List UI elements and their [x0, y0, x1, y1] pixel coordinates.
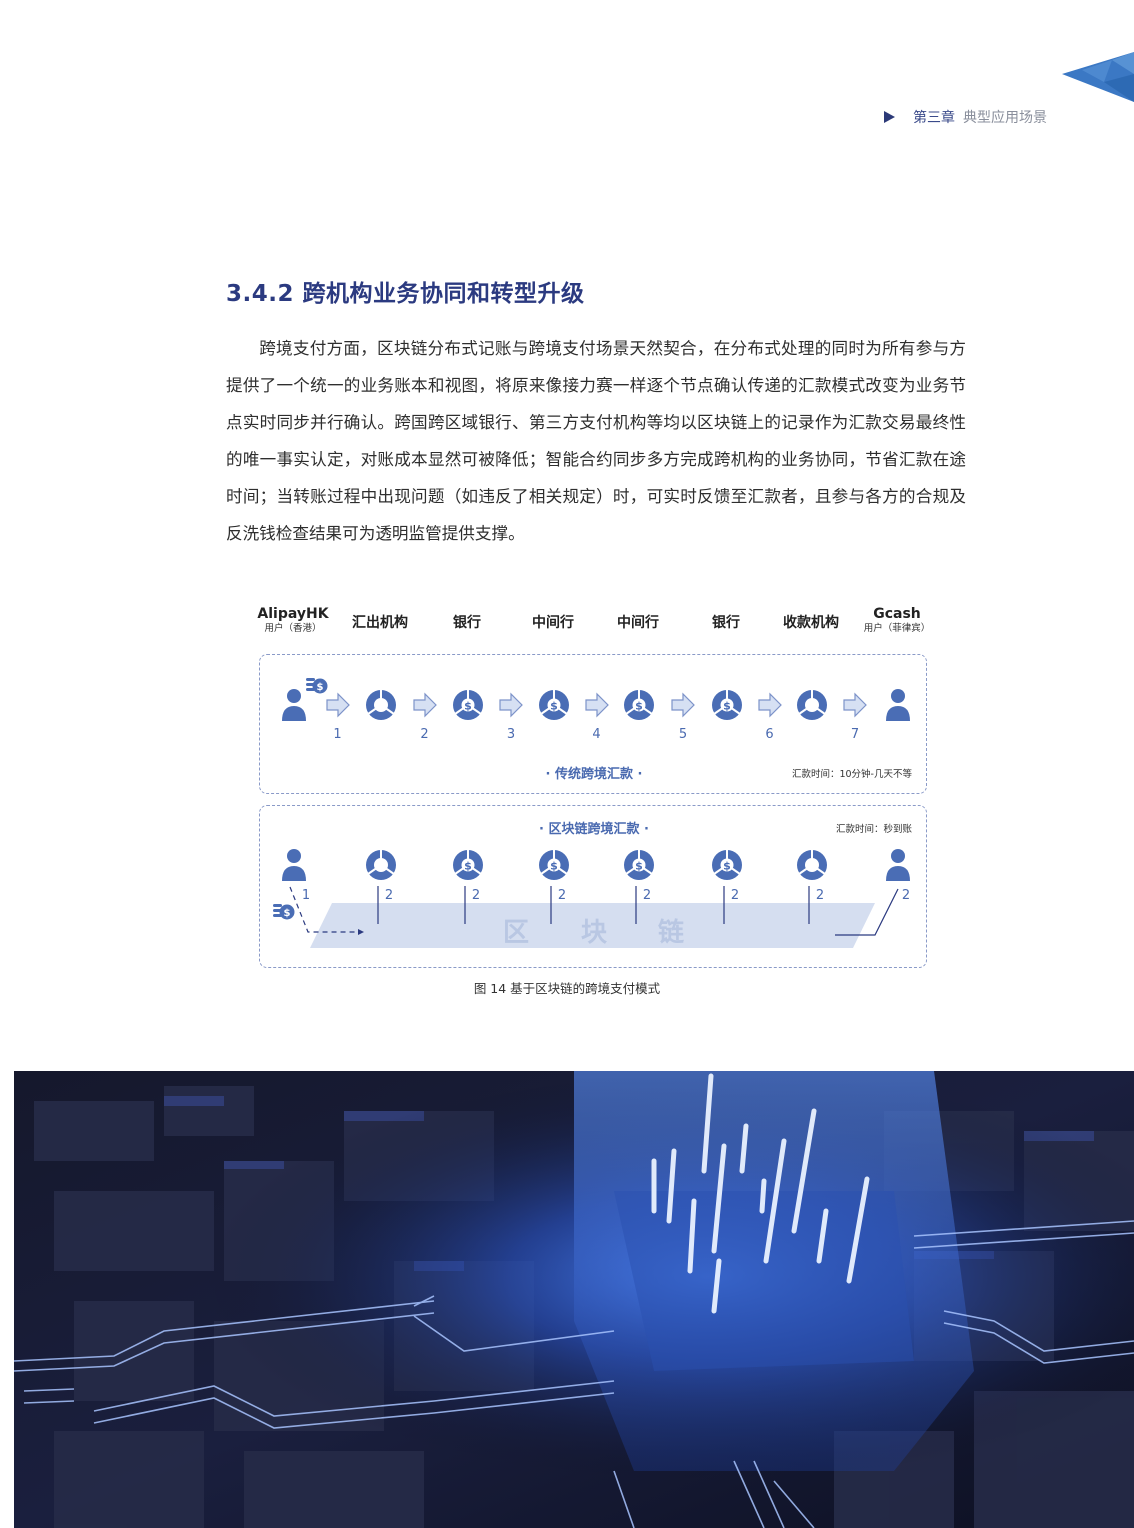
- institution-icon: [796, 689, 828, 725]
- transfer-arrow-icon: [670, 692, 696, 722]
- svg-text:$: $: [635, 860, 643, 873]
- step-number: 4: [592, 727, 601, 742]
- svg-text:$: $: [550, 700, 558, 713]
- column-header-name: AlipayHK: [257, 606, 329, 622]
- corner-triangle-decoration: [1062, 52, 1134, 102]
- column-header-name: 银行: [453, 615, 481, 631]
- step-number: 3: [506, 727, 516, 742]
- svg-text:$: $: [464, 860, 472, 873]
- column-header: 中间行: [532, 605, 574, 632]
- bank-dollar-icon: $: [538, 689, 570, 725]
- bank-dollar-icon: $: [711, 849, 743, 885]
- institution-icon: [365, 849, 397, 885]
- blockchain-illustration-image: [14, 1071, 1134, 1528]
- step-number: 2: [730, 888, 740, 903]
- running-header: 第三章 典型应用场景: [884, 106, 1047, 128]
- figure-caption: 图 14 基于区块链的跨境支付模式: [473, 981, 661, 996]
- column-header: 银行: [453, 605, 481, 632]
- chapter-topic: 典型应用场景: [963, 110, 1047, 126]
- bank-dollar-icon: $: [452, 849, 484, 885]
- column-header-name: 中间行: [617, 615, 659, 631]
- blockchain-ledger-band: [310, 903, 875, 948]
- step-number: 1: [333, 727, 342, 742]
- transfer-arrow-icon: [584, 692, 610, 722]
- blockchain-band-label: 区: [502, 918, 530, 948]
- transfer-arrow-icon: [842, 692, 868, 722]
- step-number: 2: [384, 888, 394, 903]
- step-number: 5: [678, 727, 688, 742]
- bank-dollar-icon: $: [623, 849, 655, 885]
- traditional-remittance-panel: · 传统跨境汇款 · 汇款时间：10分钟-几天不等 $ $ $ $ $1 2 3 4 5…: [259, 654, 927, 794]
- sender-dashed-path: [289, 886, 360, 933]
- blockchain-remittance-time: 汇款时间：秒到账: [835, 824, 912, 835]
- transfer-arrow-icon: [325, 692, 351, 722]
- svg-text:$: $: [550, 860, 558, 873]
- blockchain-remittance-title: · 区块链跨境汇款 ·: [539, 822, 649, 837]
- bank-dollar-icon: $: [452, 689, 484, 725]
- bank-dollar-icon: $: [538, 849, 570, 885]
- column-header-sub: 用户（菲律宾）: [863, 623, 931, 634]
- coins-dollar-icon: $: [273, 902, 295, 924]
- svg-text:$: $: [635, 700, 643, 713]
- transfer-arrow-icon: [412, 692, 438, 722]
- column-header-name: 收款机构: [783, 615, 839, 631]
- column-header-name: 中间行: [532, 615, 574, 631]
- step-number: 1: [301, 888, 311, 903]
- section-title: 3.4.2 跨机构业务协同和转型升级: [226, 281, 585, 307]
- column-header-name: 汇出机构: [352, 615, 408, 631]
- dashed-arrowhead: [358, 929, 364, 935]
- triangle-bullet-icon: [884, 111, 895, 123]
- user-icon: [281, 688, 307, 726]
- column-header-sub: 用户（香港）: [264, 623, 322, 634]
- svg-text:$: $: [464, 700, 472, 713]
- column-header-name: Gcash: [873, 606, 921, 622]
- step-number: 2: [557, 888, 567, 903]
- step-number: 2: [642, 888, 652, 903]
- svg-text:$: $: [723, 860, 731, 873]
- column-header: 中间行: [617, 605, 659, 632]
- blockchain-band-label: 链: [657, 918, 685, 948]
- transfer-arrow-icon: [757, 692, 783, 722]
- svg-text:$: $: [284, 908, 291, 919]
- chapter-label: 第三章: [913, 110, 955, 126]
- body-paragraph: 跨境支付方面，区块链分布式记账与跨境支付场景天然契合，在分布式处理的同时为所有参…: [226, 330, 966, 552]
- institution-icon: [796, 849, 828, 885]
- traditional-remittance-title: · 传统跨境汇款 ·: [545, 767, 643, 782]
- paragraph-text: 跨境支付方面，区块链分布式记账与跨境支付场景天然契合，在分布式处理的同时为所有参…: [226, 339, 966, 543]
- svg-text:$: $: [317, 682, 324, 693]
- step-number: 2: [471, 888, 481, 903]
- bank-dollar-icon: $: [623, 689, 655, 725]
- step-number: 2: [815, 888, 825, 903]
- ledger-connection-lines: [289, 886, 899, 936]
- blockchain-remittance-panel: · 区块链跨境汇款 · 汇款时间：秒到账 $ $ $ $ $1 2 2 2 2 2 2 2 区 块…: [259, 805, 927, 968]
- column-header-name: 银行: [712, 615, 740, 631]
- transfer-arrow-icon: [498, 692, 524, 722]
- receiver-ledger-line: [835, 888, 899, 936]
- institution-icon: [365, 689, 397, 725]
- blockchain-band-label: 块: [580, 918, 608, 948]
- step-number: 2: [901, 888, 911, 903]
- svg-text:$: $: [723, 700, 731, 713]
- column-header: 银行: [712, 605, 740, 632]
- coins-dollar-icon: $: [306, 676, 328, 698]
- column-header: 收款机构: [783, 605, 839, 632]
- user-icon: [885, 688, 911, 726]
- step-number: 2: [420, 727, 429, 742]
- bank-dollar-icon: $: [711, 689, 743, 725]
- step-number: 6: [765, 727, 774, 742]
- user-icon: [885, 848, 911, 886]
- column-header: 汇出机构: [352, 605, 408, 632]
- step-number: 7: [850, 727, 860, 742]
- traditional-remittance-time: 汇款时间：10分钟-几天不等: [791, 769, 912, 780]
- user-icon: [281, 848, 307, 886]
